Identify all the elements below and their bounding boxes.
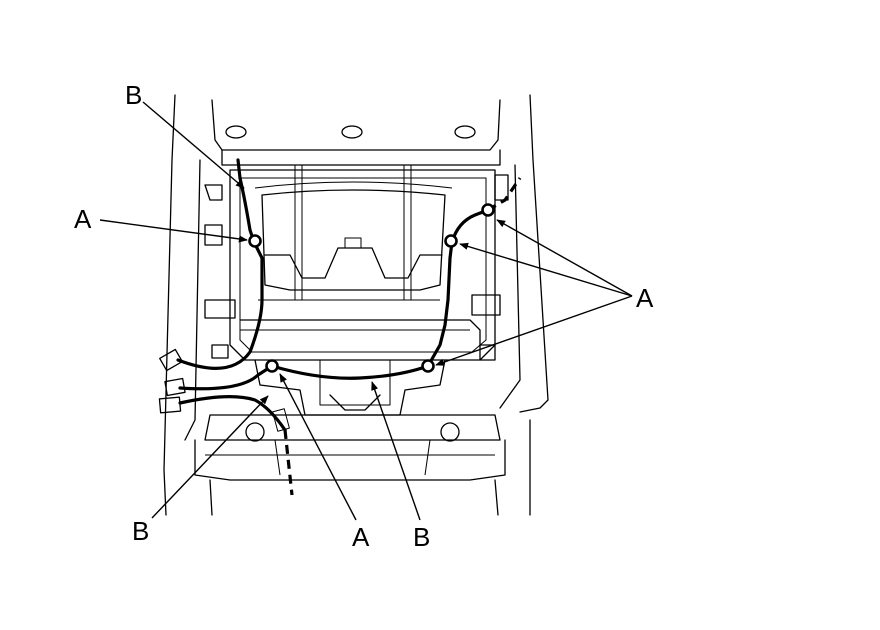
callout-labels: B A A B A B (74, 80, 654, 552)
callout-a-left: A (74, 204, 92, 234)
leader-a-right-3 (435, 295, 633, 366)
clip-right-lower (421, 359, 435, 373)
vehicle-frame-drawing (158, 94, 549, 516)
clip-right-top (481, 203, 495, 217)
callout-b-bottom-left: B (132, 516, 149, 546)
leader-b-bottom-left (151, 395, 269, 519)
callout-a-bottom: A (352, 522, 370, 552)
clip-right-upper (444, 234, 458, 248)
callout-a-right: A (636, 283, 654, 313)
callout-b-bottom: B (413, 522, 430, 552)
callout-b-top: B (125, 80, 142, 110)
leader-a-right-2 (459, 242, 633, 297)
clip-left-lower (265, 359, 279, 373)
wire-harness (176, 158, 522, 496)
leader-b-top (142, 101, 245, 189)
leader-a-right-1 (496, 219, 633, 297)
clip-left-upper (248, 234, 262, 248)
harness-clips (248, 203, 495, 373)
leader-b-bottom (371, 381, 421, 521)
leader-a-left (99, 219, 248, 243)
callout-leaders (99, 101, 633, 521)
leader-a-bottom (279, 373, 357, 521)
